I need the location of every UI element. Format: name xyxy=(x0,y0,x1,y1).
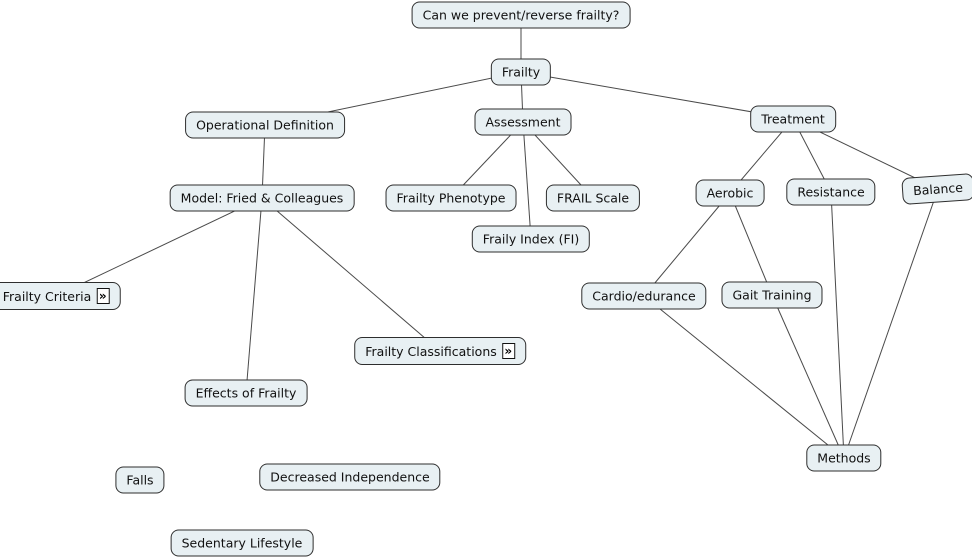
node-label: Falls xyxy=(126,472,154,488)
node-label: Frailty Criteria xyxy=(2,288,92,304)
node-frailty[interactable]: Frailty xyxy=(490,58,552,86)
edge-model-fried--frailty-criteria xyxy=(55,197,263,297)
node-model-fried[interactable]: Model: Fried & Colleagues xyxy=(169,184,355,212)
node-frail-scale[interactable]: FRAIL Scale xyxy=(545,184,641,212)
node-label: Decreased Independence xyxy=(270,469,430,485)
node-label: Cardio/edurance xyxy=(592,288,696,304)
edge-resistance--methods xyxy=(830,191,845,459)
node-label: Frailty Phenotype xyxy=(396,190,506,206)
node-methods[interactable]: Methods xyxy=(806,444,882,472)
node-label: Gait Training xyxy=(732,287,812,303)
edge-balance--methods xyxy=(843,188,939,459)
node-sedentary-lifestyle[interactable]: Sedentary Lifestyle xyxy=(170,529,314,557)
node-label: Sedentary Lifestyle xyxy=(181,535,303,551)
node-label: Effects of Frailty xyxy=(195,385,297,401)
node-label: Frailty xyxy=(501,64,541,80)
node-label: Aerobic xyxy=(706,185,754,201)
node-resistance[interactable]: Resistance xyxy=(786,178,876,206)
edge-model-fried--frailty-classifications xyxy=(261,197,441,352)
node-frailty-phenotype[interactable]: Frailty Phenotype xyxy=(385,184,517,212)
edge-model-fried--effects-of-frailty xyxy=(245,197,263,394)
node-assessment[interactable]: Assessment xyxy=(474,108,572,136)
node-balance[interactable]: Balance xyxy=(901,173,972,205)
edge-aerobic--cardio-edurance xyxy=(643,192,731,297)
edge-cardio-edurance--methods xyxy=(643,295,845,459)
node-label: Balance xyxy=(912,179,964,199)
edge-gait-training--methods xyxy=(771,294,845,459)
edge-assessment--fraily-index xyxy=(522,121,532,240)
node-label: Methods xyxy=(817,450,871,466)
node-label: Fraily Index (FI) xyxy=(482,231,580,247)
node-aerobic[interactable]: Aerobic xyxy=(695,179,765,207)
node-frailty-classifications[interactable]: Frailty Classifications» xyxy=(354,337,526,365)
expand-children-icon[interactable]: » xyxy=(96,288,110,304)
node-label: Can we prevent/reverse frailty? xyxy=(422,7,620,23)
edge-frailty--treatment xyxy=(520,71,794,120)
node-label: Resistance xyxy=(797,184,865,200)
node-gait-training[interactable]: Gait Training xyxy=(721,281,823,309)
node-treatment[interactable]: Treatment xyxy=(750,105,836,133)
node-label: Model: Fried & Colleagues xyxy=(180,190,344,206)
node-falls[interactable]: Falls xyxy=(115,466,165,494)
node-question[interactable]: Can we prevent/reverse frailty? xyxy=(411,1,631,29)
node-label: FRAIL Scale xyxy=(556,190,630,206)
node-cardio-edurance[interactable]: Cardio/edurance xyxy=(581,282,707,310)
node-fraily-index[interactable]: Fraily Index (FI) xyxy=(471,225,591,253)
node-label: Treatment xyxy=(761,111,825,127)
node-label: Frailty Classifications xyxy=(365,343,497,359)
node-operational-definition[interactable]: Operational Definition xyxy=(185,111,345,139)
expand-children-icon[interactable]: » xyxy=(501,343,515,359)
node-label: Operational Definition xyxy=(196,117,334,133)
node-frailty-criteria[interactable]: Frailty Criteria» xyxy=(0,282,121,310)
node-label: Assessment xyxy=(485,114,561,130)
edge-aerobic--gait-training xyxy=(729,192,773,296)
node-decreased-independence[interactable]: Decreased Independence xyxy=(259,463,441,491)
node-effects-of-frailty[interactable]: Effects of Frailty xyxy=(184,379,308,407)
